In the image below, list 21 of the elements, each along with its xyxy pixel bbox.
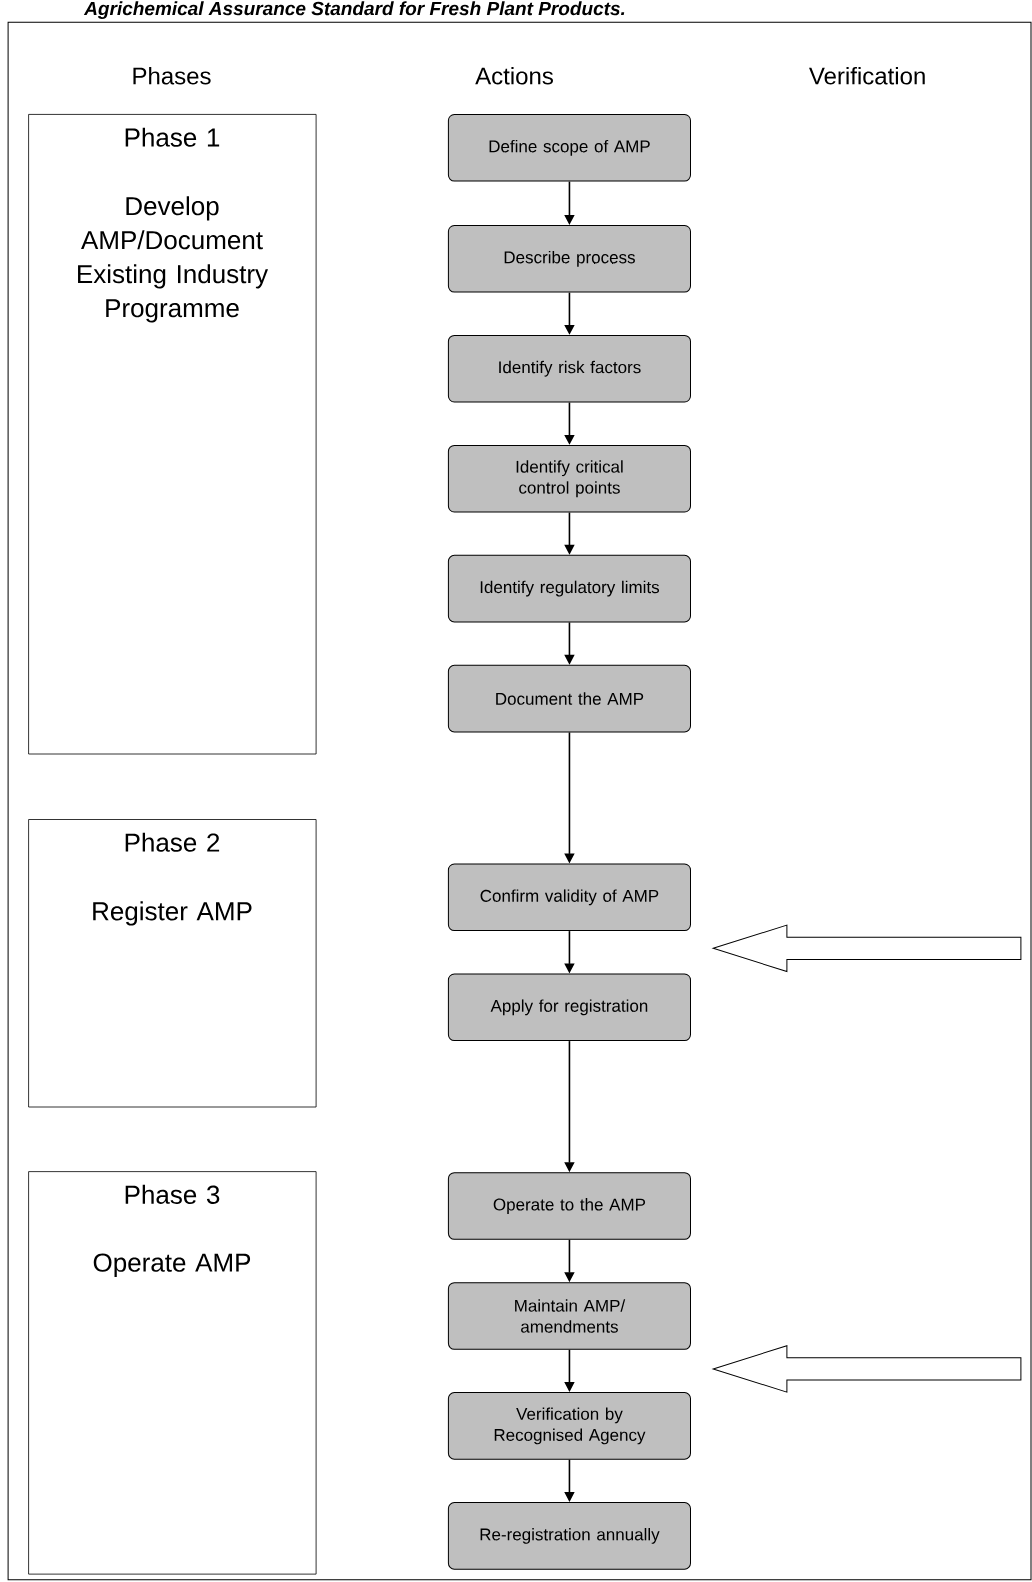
action-box: Operate to the AMP [447, 1172, 691, 1240]
action-box: Define scope of AMP [447, 114, 691, 182]
action-box: Verification by Recognised Agency [447, 1392, 691, 1460]
action-box: Identify critical control points [447, 444, 691, 513]
action-box: Re-registration annually [447, 1502, 691, 1570]
action-box: Identify regulatory limits [447, 554, 691, 623]
phase-box: Phase 3 Operate AMP [28, 1171, 317, 1575]
column-heading: Verification [809, 66, 925, 85]
phase-box: Phase 2 Register AMP [28, 819, 317, 1108]
action-box: Describe process [447, 225, 691, 293]
action-box: Identify risk factors [447, 334, 691, 403]
action-box: Maintain AMP/ amendments [447, 1282, 691, 1350]
column-heading: Actions [475, 66, 553, 85]
action-box: Confirm validity of AMP [447, 863, 691, 932]
action-box: Document the AMP [447, 664, 691, 733]
block-arrow [712, 924, 1022, 972]
phase-box: Phase 1 Develop AMP/Document Existing Industry Programme [28, 114, 317, 755]
column-heading: Phases [133, 66, 211, 85]
title: Agrichemical Assurance Standard for Fresh Plant Products. [83, 1, 625, 19]
action-box: Apply for registration [447, 973, 691, 1042]
block-arrow [712, 1345, 1022, 1393]
